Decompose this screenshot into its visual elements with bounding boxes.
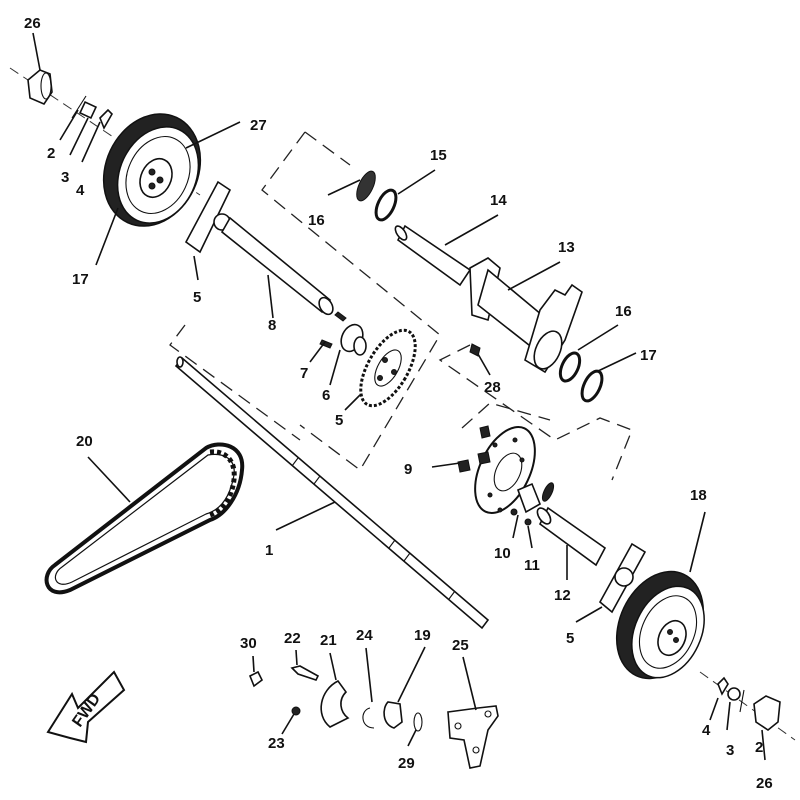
callout-18-left: 17 [72, 271, 89, 288]
callout-25: 25 [452, 637, 469, 654]
callout-6: 5 [335, 412, 343, 429]
cotter-pin-right [739, 689, 745, 713]
lower-bearing-seal [558, 351, 604, 403]
right-wheel-axis [699, 671, 796, 741]
sprocket-hub [319, 311, 367, 356]
callout-26-left: 26 [24, 15, 41, 32]
castle-nut-left [78, 100, 98, 120]
forward-direction-arrow: FWD [46, 670, 126, 744]
callout-19: 19 [414, 627, 431, 644]
clip-24 [362, 707, 375, 729]
callout-2-left: 2 [47, 145, 55, 162]
callout-7: 6 [322, 387, 330, 404]
washer-left [99, 108, 113, 130]
callout-18-right: 18 [690, 487, 707, 504]
callout-5-right: 5 [566, 630, 574, 647]
callout-22: 22 [284, 630, 301, 647]
callout-4-right: 4 [702, 722, 711, 739]
nut-23 [291, 706, 301, 716]
sprocket [359, 328, 417, 408]
callout-5-left: 5 [193, 289, 201, 306]
callout-17-lower: 17 [640, 347, 657, 364]
nut-30 [248, 670, 264, 688]
callout-11: 10 [494, 545, 511, 562]
grease-fitting [469, 343, 481, 357]
small-parts [248, 665, 499, 769]
callout-29: 29 [398, 755, 415, 772]
axle-housing [469, 257, 583, 374]
callout-23: 23 [268, 735, 285, 752]
right-fasteners [717, 676, 781, 731]
nut-washer [510, 482, 555, 526]
caliper-bushing-19 [383, 701, 403, 729]
bolt-22 [290, 665, 320, 681]
hub-cap-left [27, 69, 53, 105]
callout-30: 30 [240, 635, 257, 652]
callout-13: 12 [554, 587, 571, 604]
upper-seal-bearing [356, 170, 398, 222]
group-outlines [169, 131, 633, 481]
spacer [536, 506, 607, 567]
callout-16-lower: 16 [615, 303, 632, 320]
o-ring-29 [413, 712, 423, 732]
hub-flange-right [598, 542, 647, 614]
brake-pad-21 [320, 679, 350, 728]
callout-15: 14 [490, 192, 507, 209]
brake-group-outline [461, 402, 551, 429]
sleeve [394, 224, 472, 287]
wheel-left [102, 113, 202, 227]
callout-labels: 26 2 3 4 27 17 5 8 7 6 5 16 15 14 13 16 … [24, 15, 773, 792]
callout-26-right: 26 [756, 775, 773, 792]
callout-20: 20 [76, 433, 93, 450]
upper-group-outline [261, 131, 441, 471]
callout-14: 13 [558, 239, 575, 256]
callout-2-right: 2 [755, 739, 763, 756]
axle-group-outline [169, 324, 301, 441]
callout-24: 24 [356, 627, 373, 644]
lower-group-outline [438, 344, 633, 481]
cotter-pin-left [71, 95, 87, 119]
washer-right [717, 676, 729, 696]
caliper-bracket-25 [447, 705, 499, 769]
callout-27: 27 [250, 117, 267, 134]
callout-4-left: 4 [76, 182, 85, 199]
callout-28: 28 [484, 379, 501, 396]
callout-21: 21 [320, 632, 337, 649]
hub-cap-right [753, 695, 781, 731]
left-fasteners [71, 95, 113, 130]
castle-nut-right [727, 687, 741, 701]
axle-sleeve [220, 216, 334, 316]
leader-lines [32, 32, 766, 761]
drive-chain [44, 442, 245, 595]
rear-axle [174, 356, 490, 630]
hub-flange-left [184, 180, 232, 254]
callout-17-upper: 16 [308, 212, 325, 229]
callout-9: 8 [268, 317, 276, 334]
callout-8: 7 [300, 365, 308, 382]
upper-group-outline-top [304, 131, 351, 166]
wheel-right [615, 570, 705, 680]
callout-1: 1 [265, 542, 273, 559]
callout-3-right: 3 [726, 742, 734, 759]
callout-10: 9 [404, 461, 412, 478]
callout-3-left: 3 [61, 169, 69, 186]
callout-12: 11 [524, 557, 540, 574]
callout-16-upper: 15 [430, 147, 447, 164]
